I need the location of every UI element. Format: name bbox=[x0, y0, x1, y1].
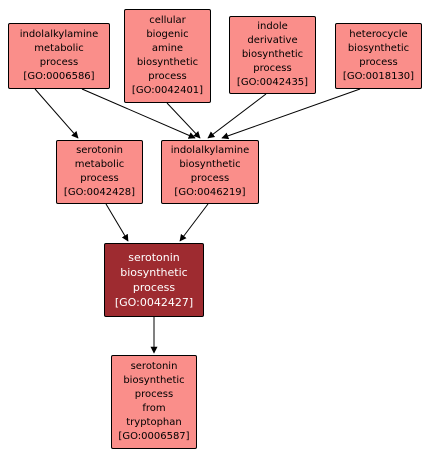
go-term-label-line: biosynthetic bbox=[123, 375, 185, 386]
go-term-label-line: biosynthetic bbox=[241, 49, 304, 60]
go-term-label-line: indolalkylamine bbox=[19, 29, 99, 40]
edge-go0042401-to-go0046219 bbox=[166, 102, 201, 139]
go-term-label-line: process bbox=[134, 389, 174, 400]
go-term-label-line: metabolic bbox=[34, 43, 84, 54]
go-term-node-go0018130[interactable]: heterocycle biosynthetic process [GO:001813… bbox=[335, 23, 422, 89]
edge-go0018130-to-go0046219 bbox=[221, 88, 361, 140]
go-term-label-line: process bbox=[132, 281, 176, 294]
go-term-label-line: cellular bbox=[149, 15, 186, 26]
go-term-id: [GO:0042435] bbox=[236, 77, 309, 88]
go-term-node-go0042401[interactable]: cellular biogenic amine biosynthetic process… bbox=[124, 9, 211, 103]
go-term-node-go0042435[interactable]: indole derivative biosynthetic process [GO:0… bbox=[229, 16, 316, 94]
go-term-label-line: metabolic bbox=[74, 159, 125, 170]
go-term-label-line: biosynthetic bbox=[136, 57, 199, 68]
edge-go0042435-to-go0046219 bbox=[207, 93, 267, 139]
go-term-id: [GO:0042428] bbox=[63, 187, 136, 198]
go-term-label-line: process bbox=[39, 57, 79, 68]
go-term-label-line: serotonin bbox=[128, 251, 180, 264]
go-term-node-go0042428[interactable]: serotonin metabolic process [GO:0042428] bbox=[56, 140, 143, 204]
edge-go0046219-to-go0042427 bbox=[179, 203, 209, 242]
go-term-label-line: serotonin bbox=[76, 145, 123, 156]
go-term-label-line: biogenic bbox=[146, 29, 189, 40]
go-term-id: [GO:0006586] bbox=[23, 71, 95, 82]
go-term-label-line: heterocycle bbox=[349, 29, 408, 40]
edge-go0042428-to-go0042427 bbox=[105, 203, 129, 242]
go-term-node-go0042427[interactable]: serotonin biosynthetic process [GO:0042427] bbox=[104, 243, 204, 317]
go-term-label-line: process bbox=[80, 173, 119, 184]
go-term-label-line: indolalkylamine bbox=[170, 145, 250, 156]
go-term-label-line: biosynthetic bbox=[347, 43, 410, 54]
go-term-id: [GO:0018130] bbox=[342, 71, 415, 82]
go-term-id: [GO:0042401] bbox=[131, 85, 204, 96]
edge-go0006586-to-go0042428 bbox=[34, 88, 79, 139]
go-term-id: [GO:0042427] bbox=[114, 296, 194, 309]
go-term-label-line: from bbox=[142, 403, 166, 414]
go-term-id: [GO:0006587] bbox=[118, 431, 190, 442]
go-term-label-line: biosynthetic bbox=[120, 266, 188, 279]
go-term-node-go0006586[interactable]: indolalkylamine metabolic process [GO:00065… bbox=[8, 23, 110, 89]
go-term-label-line: process bbox=[190, 173, 230, 184]
go-term-label-line: indole bbox=[257, 21, 288, 32]
go-term-label-line: process bbox=[253, 63, 292, 74]
edge-go0006586-to-go0046219 bbox=[81, 88, 196, 139]
go-term-label-line: derivative bbox=[247, 35, 298, 46]
go-term-id: [GO:0046219] bbox=[174, 187, 246, 198]
go-term-label-line: process bbox=[148, 71, 187, 82]
go-term-label-line: tryptophan bbox=[126, 417, 182, 428]
go-term-node-go0046219[interactable]: indolalkylamine biosynthetic process [GO:00… bbox=[161, 140, 259, 204]
go-term-label-line: amine bbox=[151, 43, 184, 54]
go-term-label-line: serotonin bbox=[130, 361, 178, 372]
go-term-node-go0006587[interactable]: serotonin biosynthetic process from tryptoph… bbox=[111, 355, 197, 449]
go-term-label-line: process bbox=[359, 57, 398, 68]
go-term-label-line: biosynthetic bbox=[179, 159, 241, 170]
